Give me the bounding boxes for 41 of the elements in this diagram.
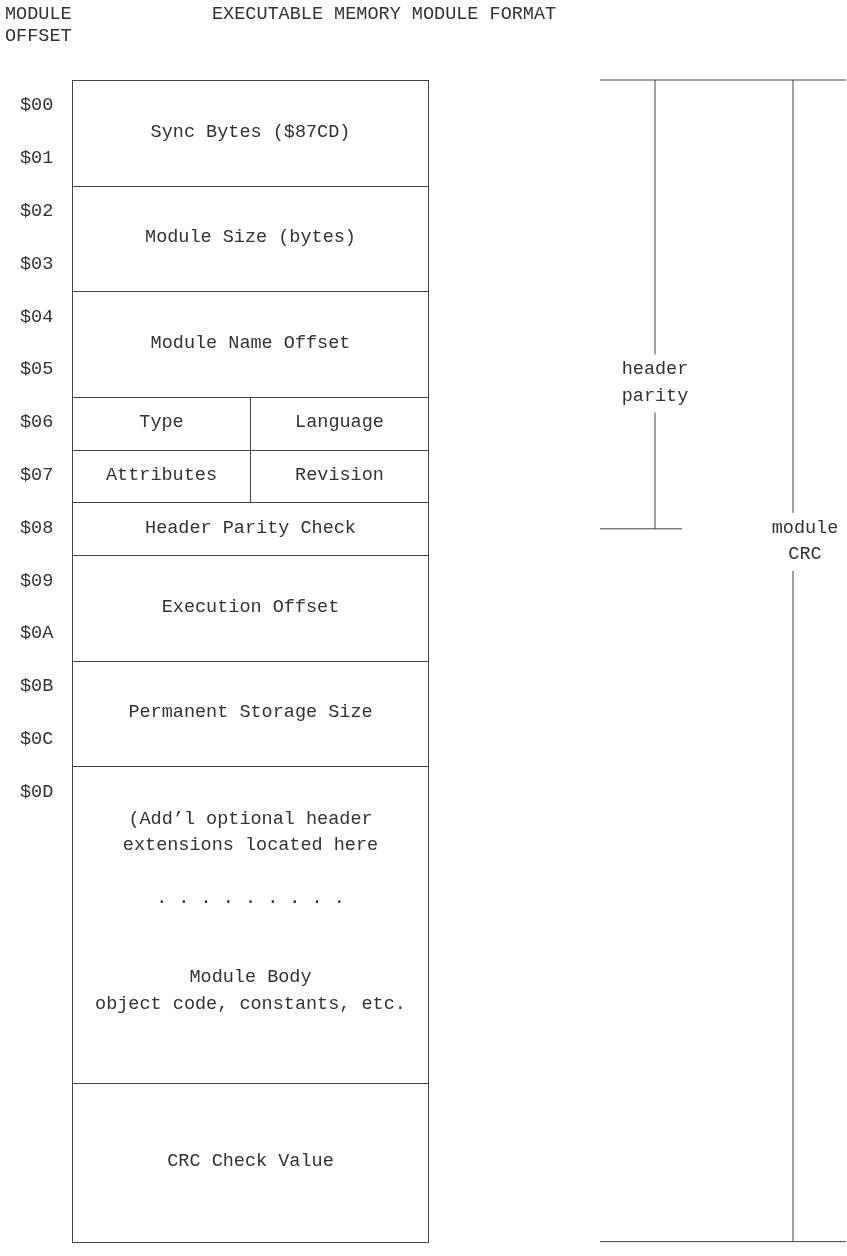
offset-label: $0B — [20, 676, 54, 699]
field-label: Permanent Storage Size — [127, 701, 374, 726]
field-label: Module Size (bytes) — [144, 226, 357, 251]
field-label: Sync Bytes ($87CD) — [149, 120, 352, 145]
offset-label: $01 — [20, 148, 54, 171]
offset-label: $07 — [20, 465, 54, 487]
offset-label: $08 — [20, 517, 54, 540]
memory-field — [72, 502, 429, 557]
field-label: (Add’l optional header extensions located here — [121, 808, 380, 859]
offset-label: $02 — [20, 201, 54, 223]
field-label: Execution Offset — [160, 595, 341, 620]
field-label: Header Parity Check — [144, 516, 357, 541]
field-label: Module Name Offset — [149, 331, 352, 356]
ellipsis-dots: . . . . . . . . . — [155, 887, 346, 912]
field-label: object code, constants, etc. — [94, 992, 407, 1017]
field-label: Language — [294, 411, 385, 435]
memory-field — [72, 660, 429, 768]
field-label: Module Body — [188, 966, 313, 991]
memory-field — [72, 291, 429, 398]
field-label: Attributes — [105, 463, 218, 488]
field-label: CRC Check Value — [166, 1150, 335, 1175]
offset-label: $00 — [20, 95, 54, 118]
offset-label: $03 — [20, 253, 54, 276]
offset-label: $04 — [20, 306, 54, 329]
offset-label: $0A — [20, 623, 54, 646]
offset-label: $09 — [20, 570, 54, 593]
memory-field — [72, 555, 429, 662]
memory-field — [72, 1083, 429, 1243]
offset-label: $05 — [20, 359, 54, 382]
module-body-field — [72, 766, 429, 1085]
bracket-label: header parity — [620, 358, 690, 409]
offset-label: $0D — [20, 781, 54, 804]
field-label: Type — [138, 411, 185, 435]
field-label: Revision — [294, 463, 385, 488]
offset-label: $0C — [20, 729, 54, 751]
memory-field — [72, 185, 429, 293]
column-heading: MODULE OFFSET — [5, 4, 73, 48]
bracket-label: module CRC — [770, 516, 840, 567]
diagram-title: EXECUTABLE MEMORY MODULE FORMAT — [212, 4, 557, 26]
memory-field — [72, 80, 429, 187]
offset-label: $06 — [20, 412, 54, 435]
